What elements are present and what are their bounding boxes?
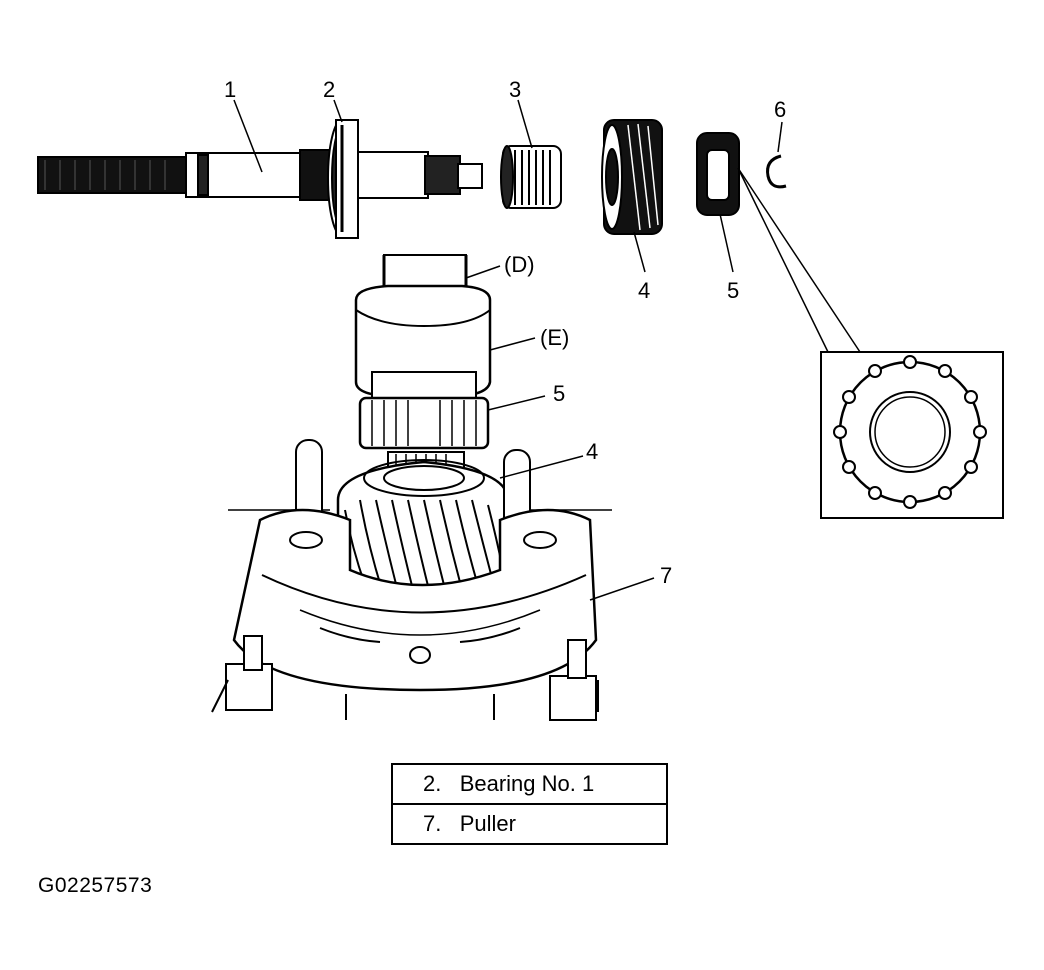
legend-cell: 2. Bearing No. 1 [391, 763, 668, 805]
gear-top [601, 119, 663, 235]
bearing-no1 [327, 119, 359, 239]
detail-inset [820, 351, 1004, 519]
legend-text: Puller [459, 811, 516, 836]
needle-bearing [500, 145, 562, 209]
legend-row: 2. Bearing No. 1 [391, 763, 668, 805]
callout-e: (E) [540, 325, 569, 350]
callout-1: 1 [224, 77, 236, 102]
puller [211, 439, 612, 721]
callout-2: 2 [323, 77, 335, 102]
callout-3: 3 [509, 77, 521, 102]
callout-6: 6 [774, 97, 786, 122]
circlip [766, 154, 787, 189]
legend-cell: 7. Puller [391, 803, 668, 845]
synchro-ring-top [696, 132, 740, 216]
parts-legend: 2. Bearing No. 1 7. Puller [391, 763, 668, 845]
legend-row: 7. Puller [391, 803, 668, 845]
callout-4-mid: 4 [586, 439, 598, 464]
callout-7: 7 [660, 563, 672, 588]
callout-4-top: 4 [638, 278, 650, 303]
input-shaft [37, 149, 483, 201]
spacer-e [354, 284, 492, 403]
legend-num: 2. [423, 771, 442, 796]
callout-5-mid: 5 [553, 381, 565, 406]
legend-num: 7. [423, 811, 442, 836]
callout-d: (D) [504, 252, 535, 277]
legend-text: Bearing No. 1 [459, 771, 595, 796]
figure-id: G02257573 [38, 874, 153, 897]
callout-5-top: 5 [727, 278, 739, 303]
